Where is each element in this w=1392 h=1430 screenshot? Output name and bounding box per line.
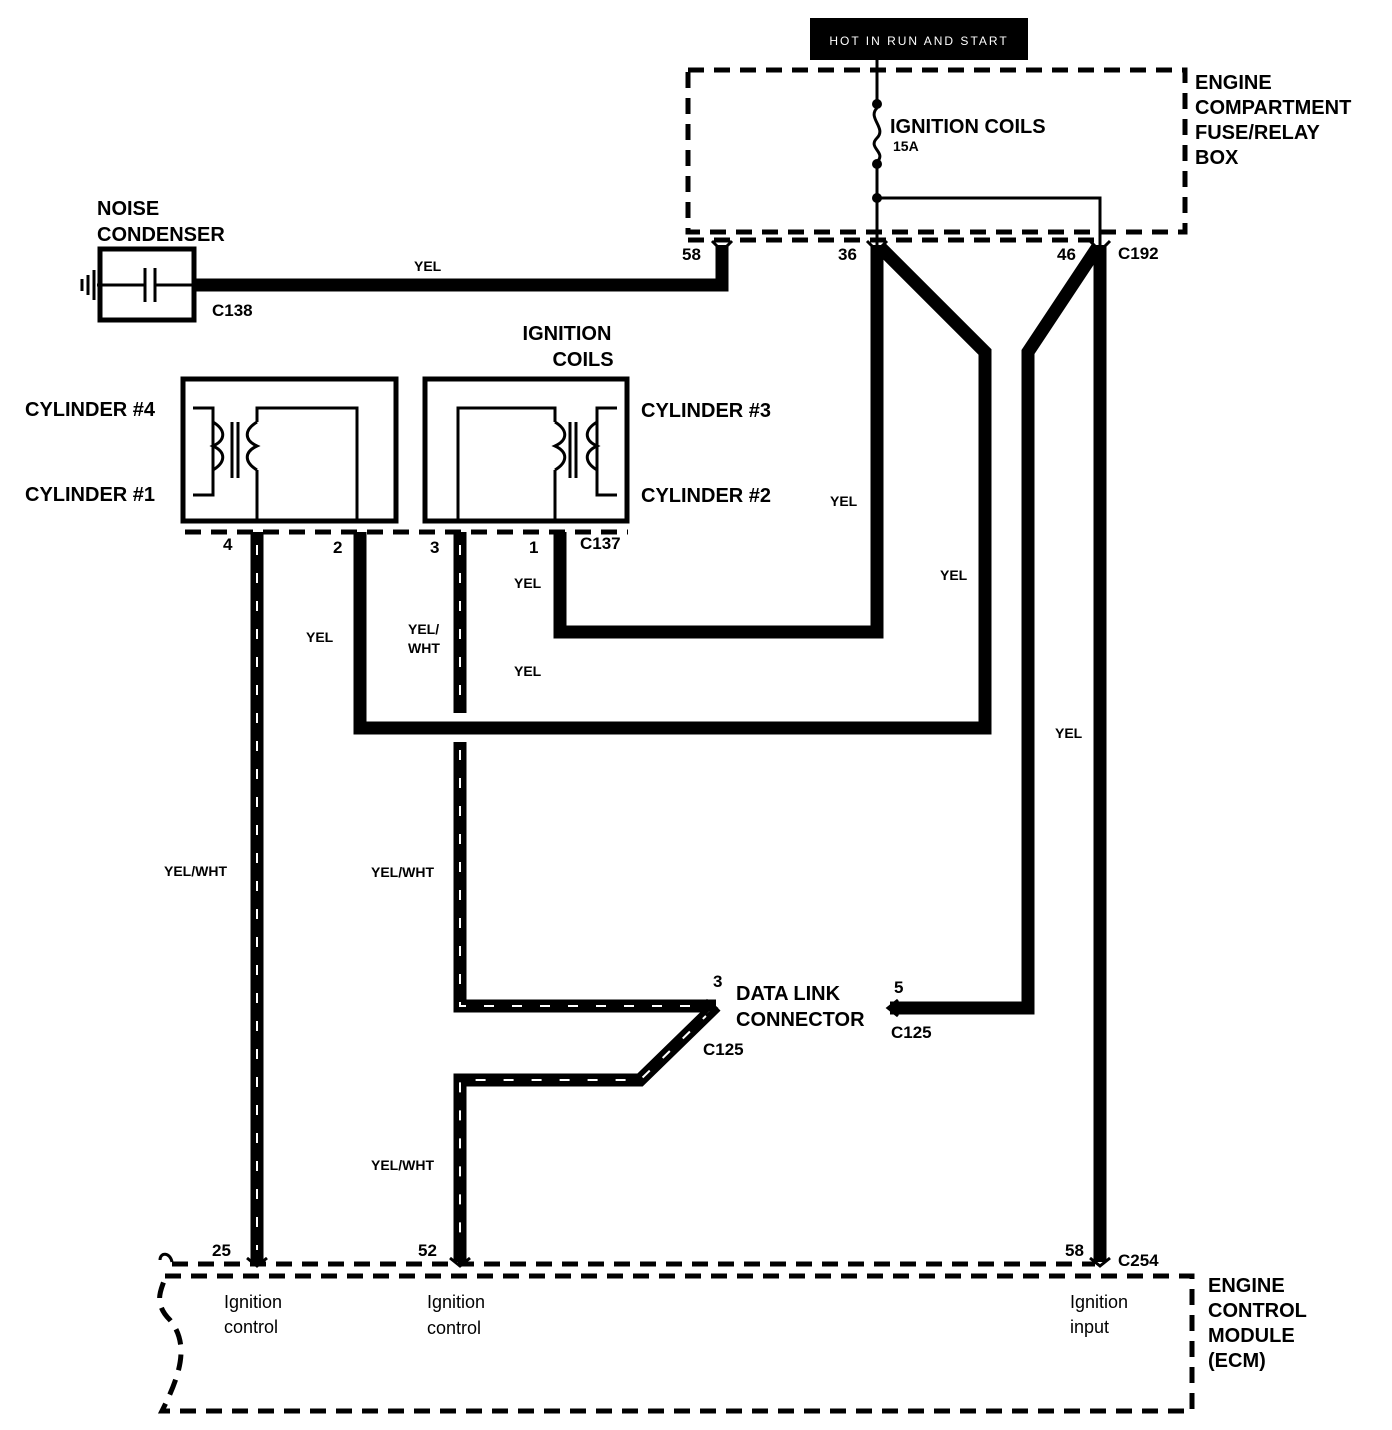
ecm-pin-58: 58 — [1065, 1241, 1084, 1260]
c137-pin-4: 4 — [223, 535, 233, 554]
cylinder-4-label: CYLINDER #4 — [25, 399, 156, 421]
coil-2-3 — [422, 376, 630, 524]
ecm-fn-25-line1: Ignition — [224, 1292, 282, 1312]
ecm-pin-52: 52 — [418, 1241, 437, 1260]
wire-label-yel-1: YEL — [414, 258, 442, 274]
ecm-title-2: CONTROL — [1208, 1300, 1307, 1322]
ecm-fn-58-line2: input — [1070, 1317, 1109, 1337]
wire-label-yel-2: YEL — [830, 493, 858, 509]
dlc-title-1: DATA LINK — [736, 983, 841, 1005]
dlc-pin-3: 3 — [713, 972, 722, 991]
ecm-fn-58-line1: Ignition — [1070, 1292, 1128, 1312]
yel-wht-wires — [250, 532, 721, 1262]
fuse-box-title-1: ENGINE — [1195, 72, 1272, 94]
wire-label-yel-4: YEL — [514, 575, 542, 591]
cylinder-3-label: CYLINDER #3 — [641, 400, 771, 422]
c254-label: C254 — [1118, 1251, 1159, 1270]
fuse-box-title-3: FUSE/RELAY — [1195, 122, 1321, 144]
dlc-c125-left: C125 — [703, 1040, 744, 1059]
c192-pin-36: 36 — [838, 245, 857, 264]
fuse-rating: 15A — [893, 138, 919, 154]
power-source-box — [810, 18, 1028, 60]
c138-label: C138 — [212, 301, 253, 320]
wire-label-yel-5: YEL — [306, 629, 334, 645]
coils-title-1: IGNITION — [523, 323, 612, 345]
wire-label-yel-6: YEL — [514, 663, 542, 679]
fuse-name: IGNITION COILS — [890, 116, 1046, 138]
c192-pin-46: 46 — [1057, 245, 1076, 264]
wire-labels: YEL YEL YEL YEL YEL YEL YEL YEL/ WHT YEL… — [164, 258, 1083, 1173]
fuse-symbol — [872, 106, 882, 164]
wire-label-yelwht-split-2: WHT — [408, 640, 440, 656]
data-link-connector: 3 5 DATA LINK CONNECTOR C125 C125 — [703, 972, 932, 1059]
ecm-pin-25: 25 — [212, 1241, 231, 1260]
wire-label-yelwht-2: YEL/WHT — [371, 864, 434, 880]
ecm-fn-52-line2: control — [427, 1318, 481, 1338]
wire-label-yel-3: YEL — [940, 567, 968, 583]
condenser-title-2: CONDENSER — [97, 224, 225, 246]
yel-wires — [194, 242, 1107, 1262]
fuse-box-title-2: COMPARTMENT — [1195, 97, 1351, 119]
cylinder-1-label: CYLINDER #1 — [25, 484, 155, 506]
coil-1-4 — [180, 376, 399, 524]
c137-pin-3: 3 — [430, 538, 439, 557]
noise-condenser: NOISE CONDENSER C138 — [80, 198, 253, 323]
condenser-title-1: NOISE — [97, 198, 159, 220]
fuse-box-title-4: BOX — [1195, 147, 1239, 169]
ignition-coil-pack: IGNITION COILS CYLINDER #4 CYLINDER #1 C… — [25, 323, 771, 557]
ecm-title-1: ENGINE — [1208, 1275, 1285, 1297]
ecm-title-4: (ECM) — [1208, 1350, 1266, 1372]
dlc-c125-right: C125 — [891, 1023, 932, 1042]
wire-label-yel-7: YEL — [1055, 725, 1083, 741]
wire-label-yelwht-1: YEL/WHT — [164, 863, 227, 879]
ecm-fn-52-line1: Ignition — [427, 1292, 485, 1312]
c137-pin-2: 2 — [333, 538, 342, 557]
ecm-fn-25-line2: control — [224, 1317, 278, 1337]
wire-label-yelwht-3: YEL/WHT — [371, 1157, 434, 1173]
coils-title-2: COILS — [552, 349, 613, 371]
engine-control-module: 25 52 58 C254 Ignition control Ignition … — [157, 1241, 1307, 1414]
dlc-pin-5: 5 — [894, 978, 903, 997]
c192-pin-58: 58 — [682, 245, 701, 264]
c192-label: C192 — [1118, 244, 1159, 263]
c137-label: C137 — [580, 534, 621, 553]
ecm-title-3: MODULE — [1208, 1325, 1295, 1347]
fuse-relay-box: ENGINE COMPARTMENT FUSE/RELAY BOX IGNITI… — [685, 60, 1351, 245]
wire-label-yelwht-split-1: YEL/ — [408, 621, 439, 637]
cylinder-2-label: CYLINDER #2 — [641, 485, 771, 507]
dlc-title-2: CONNECTOR — [736, 1009, 865, 1031]
c137-pin-1: 1 — [529, 538, 538, 557]
power-source-label: HOT IN RUN AND START — [829, 34, 1008, 48]
